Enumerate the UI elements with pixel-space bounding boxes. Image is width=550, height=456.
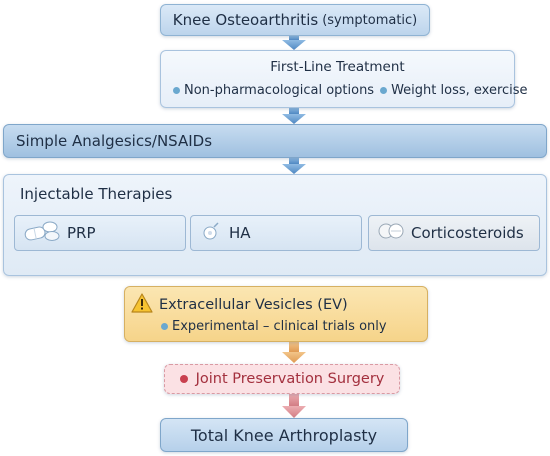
injectables-box: Injectable Therapies PRP HA xyxy=(3,174,547,276)
first-line-box: First-Line Treatment Non-pharmacological… xyxy=(160,50,528,108)
arrow-surgery-to-final xyxy=(282,394,306,418)
injectable-option-corticosteroids: Corticosteroids xyxy=(368,215,540,251)
injectable-option-ha: HA xyxy=(190,215,362,251)
syringe-drop-icon xyxy=(199,219,223,247)
first-line-title: First-Line Treatment xyxy=(270,59,405,75)
warning-icon xyxy=(131,293,153,317)
analgesics-label: Simple Analgesics/NSAIDs xyxy=(16,132,213,150)
tablets-icon xyxy=(377,220,405,246)
injectables-title: Injectable Therapies xyxy=(20,185,173,203)
first-line-item: Weight loss, exercise xyxy=(380,83,528,98)
ev-title-row: Extracellular Vesicles (EV) xyxy=(131,293,348,317)
ev-title: Extracellular Vesicles (EV) xyxy=(159,297,348,313)
tka-box: Total Knee Arthroplasty xyxy=(160,418,408,452)
bullet-dot-icon xyxy=(161,323,168,330)
arrow-ev-to-surgery xyxy=(282,342,306,363)
arrow-analgesics-to-injectables xyxy=(282,158,306,174)
knee-oa-sublabel: (symptomatic) xyxy=(322,12,418,28)
bullet-dot-icon xyxy=(173,87,180,94)
injectable-label-prp: PRP xyxy=(67,224,96,242)
injectable-label-corticosteroids: Corticosteroids xyxy=(411,224,524,242)
ev-box: Extracellular Vesicles (EV) Experimental… xyxy=(124,286,428,342)
ev-item: Experimental – clinical trials only xyxy=(161,319,387,334)
analgesics-box: Simple Analgesics/NSAIDs xyxy=(3,124,547,158)
knee-oa-box: Knee Osteoarthritis (symptomatic) xyxy=(160,4,430,36)
red-dot-icon xyxy=(179,375,188,383)
tka-label: Total Knee Arthroplasty xyxy=(190,425,378,445)
first-line-item: Non-pharmacological options xyxy=(173,83,374,98)
arrow-top-to-first xyxy=(282,36,306,50)
joint-preservation-label: Joint Preservation Surgery xyxy=(195,371,385,387)
bullet-dot-icon xyxy=(380,87,388,94)
injectable-label-ha: HA xyxy=(229,224,251,242)
knee-oa-label: Knee Osteoarthritis xyxy=(172,11,319,29)
arrow-first-to-analgesics xyxy=(282,108,306,124)
injectable-option-prp: PRP xyxy=(14,215,186,251)
pills-icon xyxy=(23,218,61,248)
first-line-items: Non-pharmacological options Weight loss,… xyxy=(173,83,528,98)
joint-preservation-box: Joint Preservation Surgery xyxy=(164,364,400,394)
